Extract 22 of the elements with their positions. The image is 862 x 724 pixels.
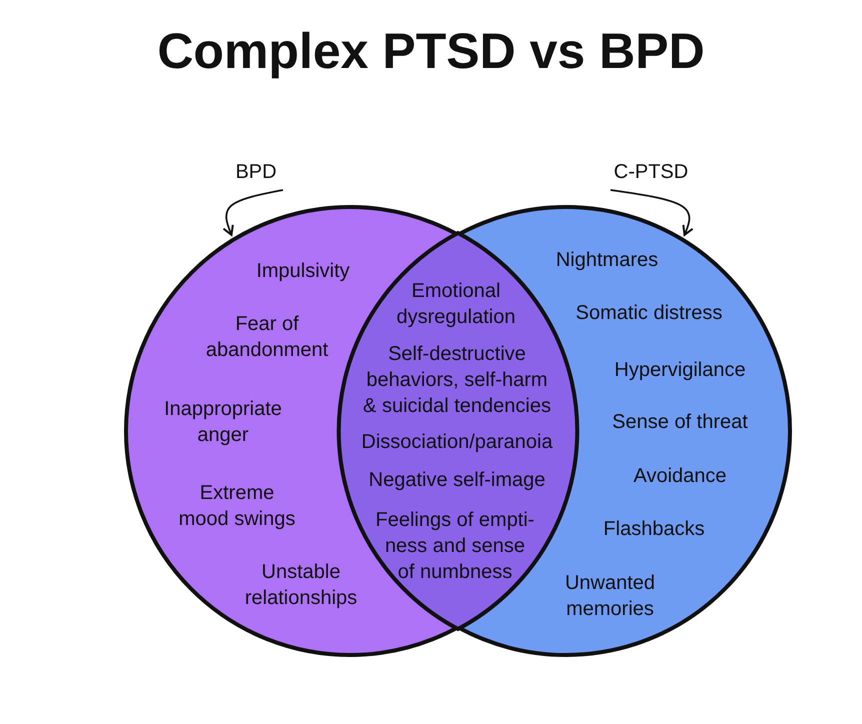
symptom-text: Somatic distress [574,301,724,326]
group-label-text: BPD [234,160,278,185]
symptom-text: Negative self-image [368,468,546,493]
symptom-text: Fear of abandonment [204,312,330,363]
symptom-text: Inappropriate anger [163,397,283,448]
curved-arrow [222,189,284,236]
symptom-text: Unwanted memories [564,571,656,622]
symptom-text: Unstable relationships [244,560,358,611]
symptom-text: Self-destructive behaviors, self-harm & suicidal tendencies [362,342,552,419]
symptom-text: Extreme mood swings [178,481,296,532]
symptom-text: Sense of threat [611,410,749,435]
symptom-text: Dissociation/paranoia [360,430,554,455]
curved-arrow [610,189,694,236]
title: Complex PTSD vs BPD [156,22,706,80]
symptom-text: Hypervigilance [613,358,747,383]
symptom-text: Impulsivity [255,259,351,284]
group-label-text: C-PTSD [612,160,690,185]
symptom-text: Flashbacks [602,517,706,542]
symptom-text: Emotional dysregulation [396,279,516,330]
symptom-text: Avoidance [632,464,728,489]
symptom-text: Feelings of empti- ness and sense of numbness [374,508,536,585]
symptom-text: Nightmares [554,248,660,273]
